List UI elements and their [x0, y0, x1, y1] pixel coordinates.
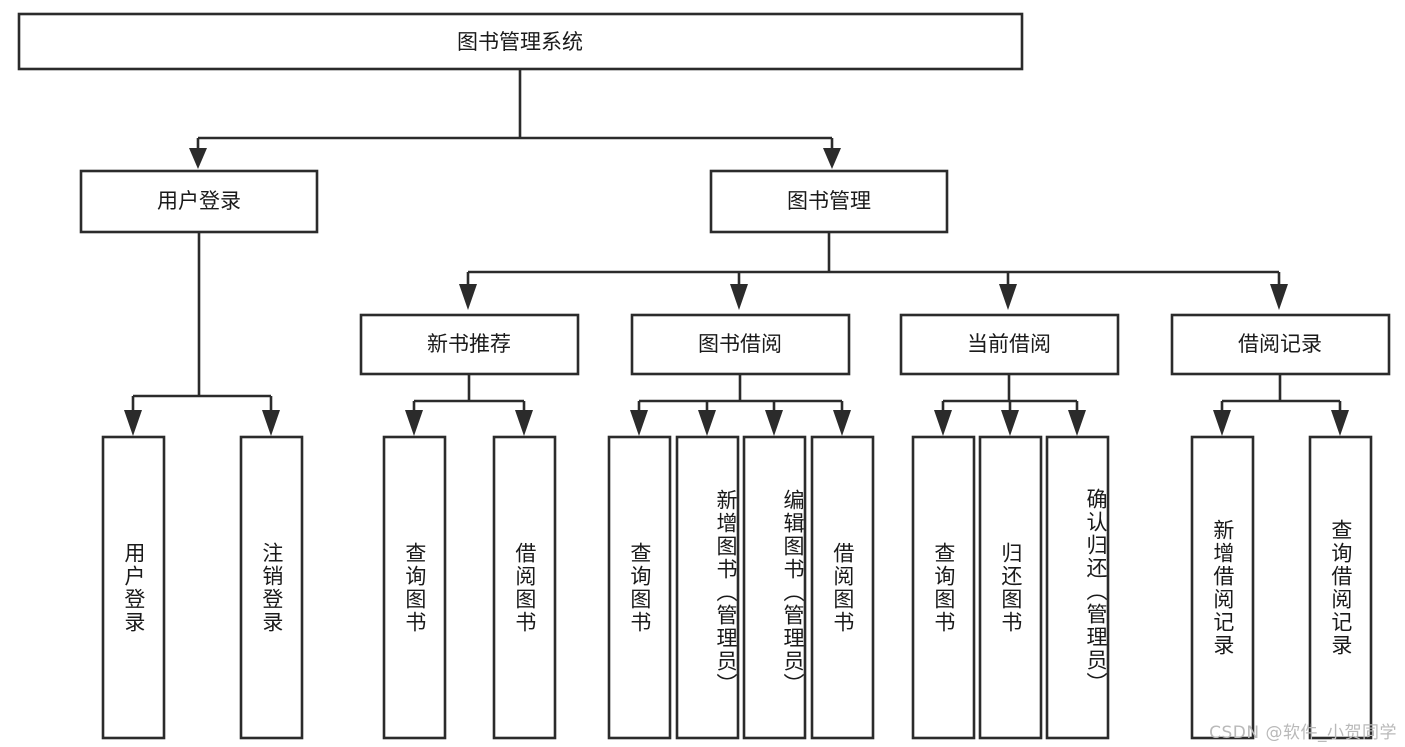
arrow-head-icon [124, 410, 142, 436]
node-book-borrow-label: 图书借阅 [698, 332, 782, 356]
node-root[interactable]: 图书管理系统 [17, 12, 1024, 71]
node-current-borrow-label: 当前借阅 [967, 332, 1051, 356]
arrow-head-icon [1270, 284, 1288, 310]
csdn-watermark: CSDN @软件_小贺同学 [1209, 723, 1397, 743]
node-book-manage-label: 图书管理 [787, 189, 871, 213]
node-root-label: 图书管理系统 [457, 30, 583, 54]
leaf-box-logout[interactable] [239, 435, 304, 740]
arrow-head-icon [833, 410, 851, 436]
arrow-head-icon [1213, 410, 1231, 436]
leaf-box-query-book-2[interactable] [607, 435, 672, 740]
arrow-head-icon [765, 410, 783, 436]
arrow-head-icon [189, 148, 207, 169]
arrow-head-icon [1068, 410, 1086, 436]
leaf-box-query-record[interactable] [1308, 435, 1373, 740]
arrow-head-icon [515, 410, 533, 436]
arrow-head-icon [630, 410, 648, 436]
node-user-login-box[interactable] [79, 169, 319, 234]
node-book-manage[interactable]: 图书管理 [709, 169, 949, 234]
edge-borrow-record-to-leaves [1213, 374, 1349, 436]
leaf-box-add-record[interactable] [1190, 435, 1255, 740]
leaf-box-user-login[interactable] [101, 435, 166, 740]
node-book-borrow[interactable]: 图书借阅 [630, 313, 851, 376]
edge-root-to-level2 [189, 69, 841, 169]
node-root-box[interactable] [17, 12, 1024, 71]
leaf-box-return-book[interactable] [978, 435, 1043, 740]
arrow-head-icon [1331, 410, 1349, 436]
node-borrow-record[interactable]: 借阅记录 [1170, 313, 1391, 376]
node-borrow-record-label: 借阅记录 [1238, 332, 1322, 356]
edge-book-manage-to-level3 [459, 232, 1288, 310]
arrow-head-icon [1001, 410, 1019, 436]
node-current-borrow[interactable]: 当前借阅 [899, 313, 1120, 376]
node-new-book-recommend[interactable]: 新书推荐 [359, 313, 580, 376]
leaf-box-confirm-return[interactable] [1045, 435, 1110, 740]
node-current-borrow-box[interactable] [899, 313, 1120, 376]
leaf-box-add-book[interactable] [675, 435, 740, 740]
arrow-head-icon [999, 284, 1017, 310]
node-new-book-recommend-box[interactable] [359, 313, 580, 376]
arrow-head-icon [262, 410, 280, 436]
edge-book-borrow-to-leaves [630, 374, 851, 436]
leaf-box-borrow-book-2[interactable] [810, 435, 875, 740]
leaf-box-query-book-3[interactable] [911, 435, 976, 740]
arrow-head-icon [730, 284, 748, 310]
arrow-head-icon [405, 410, 423, 436]
node-new-book-recommend-label: 新书推荐 [427, 332, 511, 356]
edge-new-book-recommend-to-leaves [405, 374, 533, 436]
edge-current-borrow-to-leaves [934, 374, 1086, 436]
leaf-box-edit-book[interactable] [742, 435, 807, 740]
leaf-box-query-book-1[interactable] [382, 435, 447, 740]
edge-user-login-to-leaves [124, 232, 280, 436]
arrow-head-icon [459, 284, 477, 310]
node-user-login-label: 用户登录 [157, 189, 241, 213]
arrow-head-icon [934, 410, 952, 436]
arrow-head-icon [823, 148, 841, 169]
arrow-head-icon [698, 410, 716, 436]
leaf-box-borrow-book-1[interactable] [492, 435, 557, 740]
node-user-login[interactable]: 用户登录 [79, 169, 319, 234]
